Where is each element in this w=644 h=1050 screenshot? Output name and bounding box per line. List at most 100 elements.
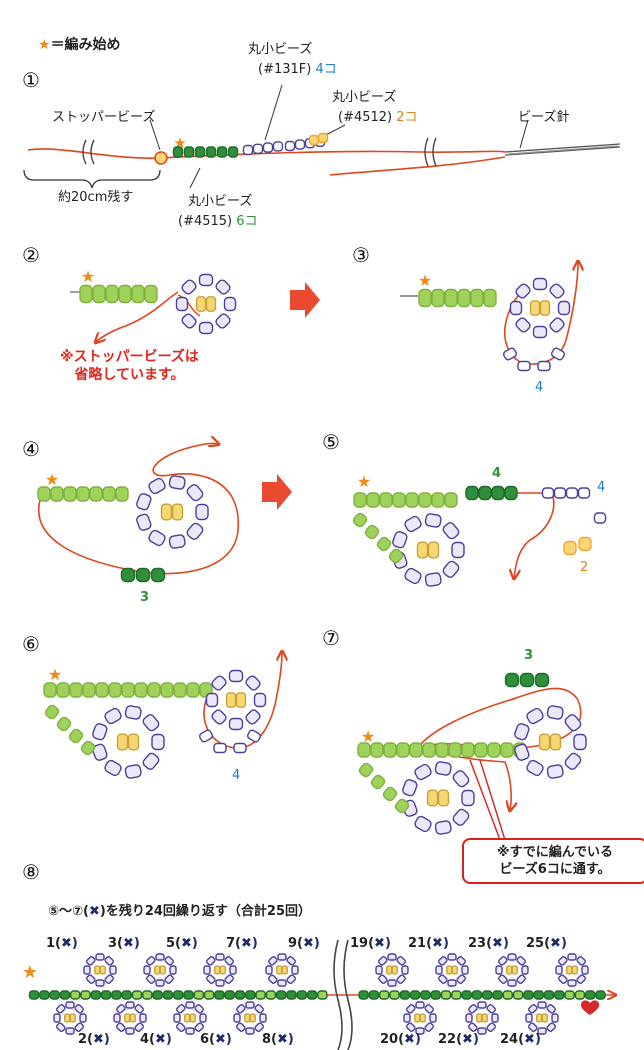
- flower-petal-bead: [236, 1004, 246, 1014]
- flower-center-bead: [529, 300, 541, 316]
- chain-bead: [276, 990, 287, 1000]
- bead-light-green: [370, 742, 384, 758]
- flower-petal-bead: [555, 965, 563, 975]
- repeat-label-top-number: 25(: [526, 936, 551, 951]
- chain-bead: [183, 990, 194, 1000]
- repeat-label-bottom: 8(✖): [262, 1032, 294, 1047]
- flower-petal-bead: [277, 953, 287, 961]
- chain-bead: [471, 990, 483, 1000]
- flower-petal-bead: [215, 313, 231, 329]
- flower-petal-bead: [124, 764, 142, 779]
- repeat-label-top: 9(✖): [288, 936, 320, 951]
- flower-petal-bead: [558, 956, 568, 966]
- b4515-name: 丸小ビーズ: [188, 194, 253, 209]
- flower-petal-bead: [465, 1013, 473, 1023]
- chain-bead: [265, 990, 277, 1000]
- chain-bead: [379, 990, 390, 1000]
- bead-light-green: [435, 742, 449, 758]
- flower-petal-bead: [136, 513, 152, 531]
- flower-petal-bead: [199, 1013, 207, 1023]
- b131f-leader: [264, 84, 283, 141]
- step-arrow-1: [290, 282, 320, 318]
- flower-petal-bead: [151, 733, 165, 751]
- bead-light-green: [444, 288, 458, 308]
- heart-icon: [580, 1000, 600, 1015]
- flower-petal-bead: [95, 953, 105, 961]
- bead-131f: [252, 143, 264, 155]
- bead-light-green: [383, 742, 397, 758]
- bead-light-green: [82, 682, 96, 698]
- bead-light-green: [160, 682, 174, 698]
- bead-light-green: [134, 682, 148, 698]
- flower-center-bead: [476, 1013, 483, 1023]
- loop-bead: [537, 360, 551, 372]
- step-number-6: ⑥: [22, 632, 40, 656]
- flower-petal-bead: [514, 723, 530, 741]
- flower-petal-bead: [549, 283, 565, 299]
- flower-center-bead: [276, 965, 283, 975]
- step-arrow-2: [262, 474, 292, 510]
- bead-light-green: [379, 492, 393, 508]
- flower-petal-bead: [215, 953, 225, 961]
- flower-petal-bead: [53, 1013, 61, 1023]
- star-icon: ★: [38, 37, 51, 53]
- flower-petal-bead: [124, 705, 142, 720]
- flower-petal-bead: [228, 717, 244, 731]
- chain-bead: [368, 990, 380, 1000]
- bead-purple: [565, 487, 579, 499]
- bead-4512: [317, 132, 329, 144]
- repeat-label-top: 19(✖): [350, 936, 391, 951]
- flower-petal-bead: [486, 1022, 496, 1032]
- bead-4515: [205, 146, 217, 158]
- x-mark-icon: ✖): [61, 936, 78, 951]
- x-mark-icon: ✖): [492, 936, 509, 951]
- flower-petal-bead: [452, 808, 470, 826]
- b131f-name: 丸小ビーズ: [248, 42, 313, 57]
- flower-petal-bead: [224, 956, 234, 966]
- chain-bead: [142, 990, 153, 1000]
- bead-4515: [172, 146, 184, 158]
- b4512-count: 2コ: [396, 110, 418, 125]
- flower-petal-bead: [451, 541, 465, 559]
- step5-figure: ★: [352, 472, 607, 587]
- flower-petal-bead: [507, 979, 517, 987]
- flower-petal-bead: [206, 956, 216, 966]
- chain-bead: [203, 990, 215, 1000]
- flower-petal-bead: [65, 1027, 75, 1035]
- flower-center-bead: [244, 1013, 251, 1023]
- flower-petal-bead: [404, 567, 422, 585]
- chain-bead: [90, 990, 102, 1000]
- bead-light-green: [80, 740, 96, 756]
- flower-petal-bead: [567, 953, 577, 961]
- flower-petal-bead: [414, 763, 432, 781]
- bead-yellow: [563, 540, 577, 556]
- loop-bead: [199, 729, 213, 743]
- bead-light-green: [147, 682, 161, 698]
- flower-petal-bead: [268, 974, 278, 984]
- flower-petal-bead: [194, 1022, 204, 1032]
- flower-petal-bead: [205, 692, 219, 708]
- flower-petal-bead: [507, 953, 517, 961]
- flower-petal-bead: [557, 300, 571, 316]
- bead-4515: [227, 146, 239, 158]
- bead-light-green: [63, 486, 77, 502]
- bead-light-green: [422, 742, 436, 758]
- flower-petal-bead: [477, 1001, 487, 1009]
- flower-petal-bead: [378, 974, 388, 984]
- flower-petal-bead: [546, 705, 564, 720]
- remain-label: 約20cm残す: [58, 190, 134, 205]
- bead-light-green: [68, 728, 84, 744]
- break-mark-step8: [333, 939, 353, 1050]
- x-mark-icon: ✖): [550, 936, 567, 951]
- flower-petal-bead: [203, 965, 211, 975]
- step-number-8: ⑧: [22, 860, 40, 884]
- repeat-label-bottom: 6(✖): [200, 1032, 232, 1047]
- chain-bead: [595, 990, 606, 1000]
- flower-petal-bead: [74, 1004, 84, 1014]
- flower-petal-bead: [185, 1027, 195, 1035]
- start-star-icon: ★: [361, 727, 375, 746]
- bead-light-green: [95, 682, 109, 698]
- flower-petal-bead: [224, 974, 234, 984]
- flower-petal-bead: [143, 965, 151, 975]
- chain-bead: [80, 990, 91, 1000]
